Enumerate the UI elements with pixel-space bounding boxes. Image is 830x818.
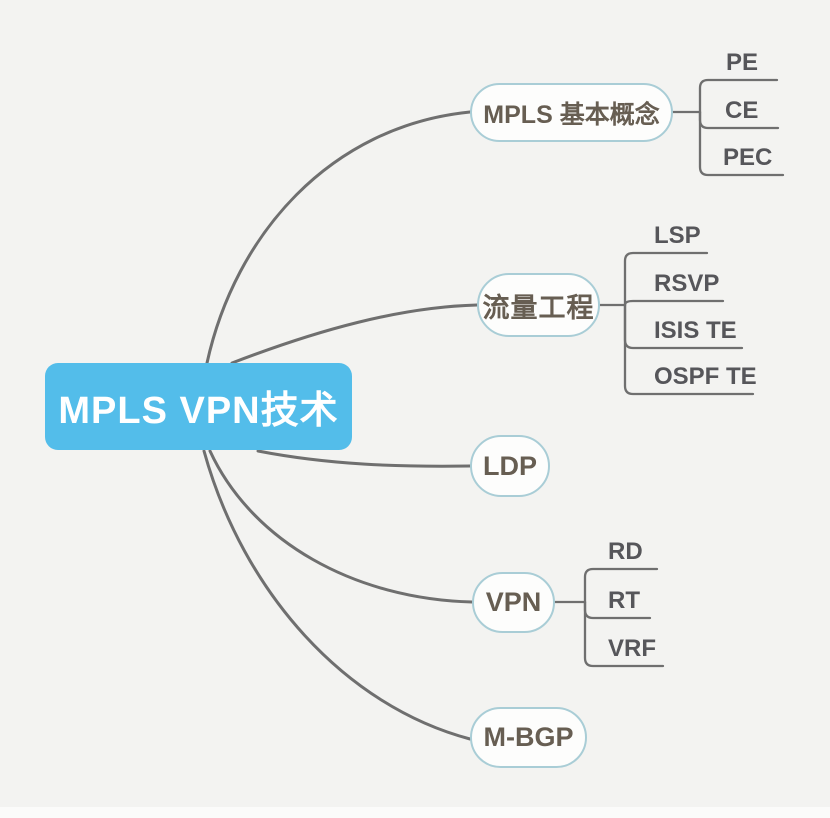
edge-root-to-m-bgp — [202, 449, 472, 741]
edge-root-to-traffic-engineering — [230, 303, 479, 365]
node-vpn[interactable]: VPN — [472, 572, 555, 633]
topic-ospf-te[interactable]: OSPF TE — [654, 363, 757, 390]
node-ldp[interactable]: LDP — [470, 435, 550, 497]
node-traffic-engineering[interactable]: 流量工程 — [477, 273, 600, 337]
line-topic-rsvp — [623, 299, 725, 307]
topic-ce[interactable]: CE — [725, 97, 759, 124]
topic-pec[interactable]: PEC — [723, 144, 773, 171]
edge-root-to-mpls-basics — [205, 110, 472, 365]
node-mpls-basics[interactable]: MPLS 基本概念 — [470, 83, 673, 142]
edge-root-to-ldp — [256, 449, 472, 468]
topic-rsvp[interactable]: RSVP — [654, 270, 720, 297]
node-m-bgp[interactable]: M-BGP — [470, 707, 587, 768]
canvas-bottom-edge — [0, 807, 830, 818]
topic-isis-te[interactable]: ISIS TE — [654, 317, 737, 344]
topic-vrf[interactable]: VRF — [608, 635, 656, 662]
node-root[interactable]: MPLS VPN技术 — [45, 363, 352, 450]
topic-rt[interactable]: RT — [608, 587, 640, 614]
topic-rd[interactable]: RD — [608, 538, 643, 565]
topic-pe[interactable]: PE — [726, 49, 759, 76]
topic-lsp[interactable]: LSP — [654, 222, 701, 249]
edge-root-to-vpn — [208, 449, 474, 604]
